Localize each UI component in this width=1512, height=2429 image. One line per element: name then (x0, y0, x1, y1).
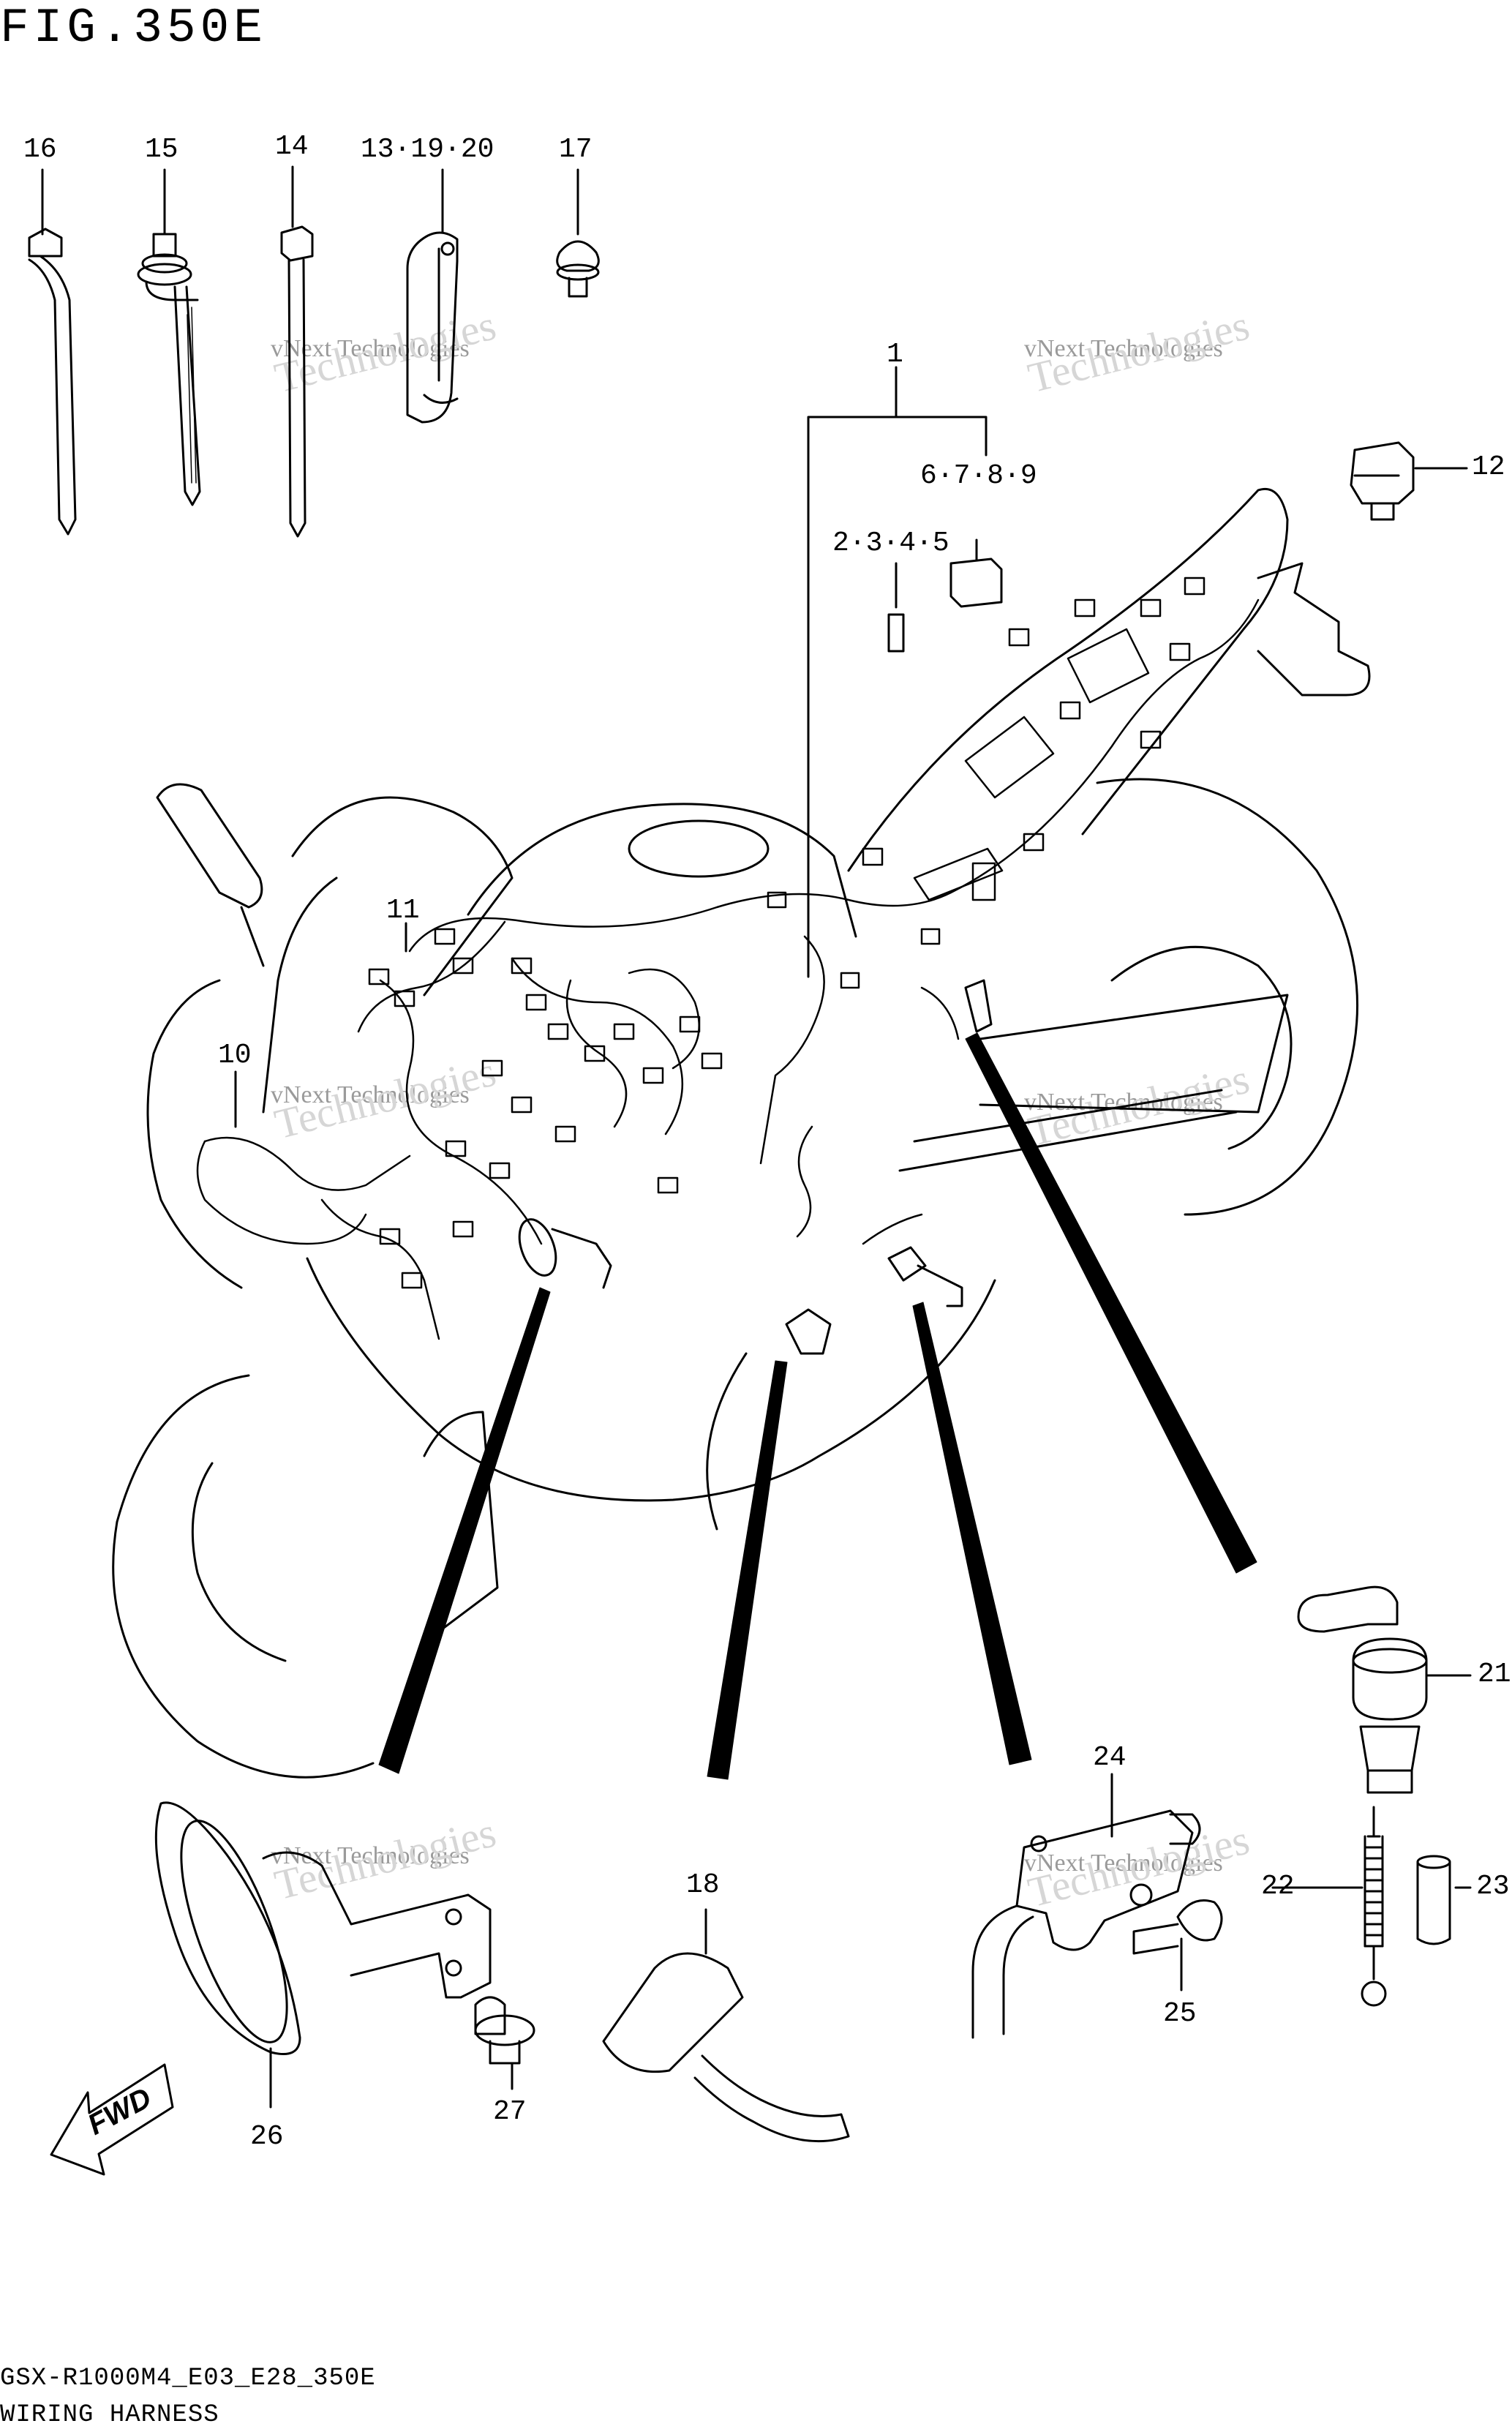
clamp-13-19-20 (407, 170, 457, 422)
figure-title: FIG.350E (0, 1, 267, 56)
cable-tie-14 (282, 167, 312, 536)
callout-2-3-4-5: 2·3·4·5 (832, 528, 949, 559)
bolt-27 (475, 1997, 534, 2089)
callout-22: 22 (1261, 1871, 1295, 1902)
model-code: GSX-R1000M4_E03_E28_350E (0, 2365, 376, 2392)
callout-6-7-8-9: 6·7·8·9 (920, 460, 1037, 492)
switch-24 (973, 1774, 1200, 2038)
horn-on-bike (513, 980, 991, 1354)
callout-12: 12 (1472, 451, 1505, 483)
callout-21: 21 (1478, 1659, 1511, 1690)
switch-21 (1298, 1587, 1470, 1792)
callout-24: 24 (1093, 1742, 1127, 1773)
callout-14: 14 (275, 131, 309, 162)
clip-12 (1351, 443, 1467, 519)
callout-18: 18 (686, 1869, 720, 1901)
callout-11: 11 (386, 895, 420, 926)
wiring-harness (198, 578, 1258, 1339)
callout-17: 17 (559, 134, 593, 165)
cable-tie-16 (29, 170, 75, 534)
pointer-wedges (379, 1033, 1257, 1779)
bracket-callout-1 (808, 367, 1001, 977)
callout-13-19-20: 13·19·20 (361, 134, 494, 165)
callout-25: 25 (1163, 1998, 1197, 2030)
collar-23 (1418, 1856, 1470, 1944)
motorcycle-outline (113, 489, 1369, 1777)
callout-23: 23 (1476, 1871, 1510, 1902)
clip-17 (557, 170, 599, 296)
fwd-arrow-icon (51, 2065, 173, 2174)
horn-26 (156, 1803, 490, 2107)
callout-10: 10 (218, 1040, 252, 1071)
leaders-10-11 (236, 923, 406, 1127)
bolt-25 (1134, 1901, 1222, 1991)
sensor-18 (603, 1910, 849, 2141)
callout-27: 27 (493, 2096, 527, 2128)
callout-16: 16 (23, 134, 57, 165)
spring-22 (1273, 1807, 1385, 2005)
clamp-screw-15 (138, 170, 200, 505)
callout-15: 15 (145, 134, 178, 165)
callout-26: 26 (250, 2121, 284, 2152)
callout-1: 1 (887, 339, 903, 370)
figure-caption: WIRING HARNESS (0, 2401, 219, 2429)
